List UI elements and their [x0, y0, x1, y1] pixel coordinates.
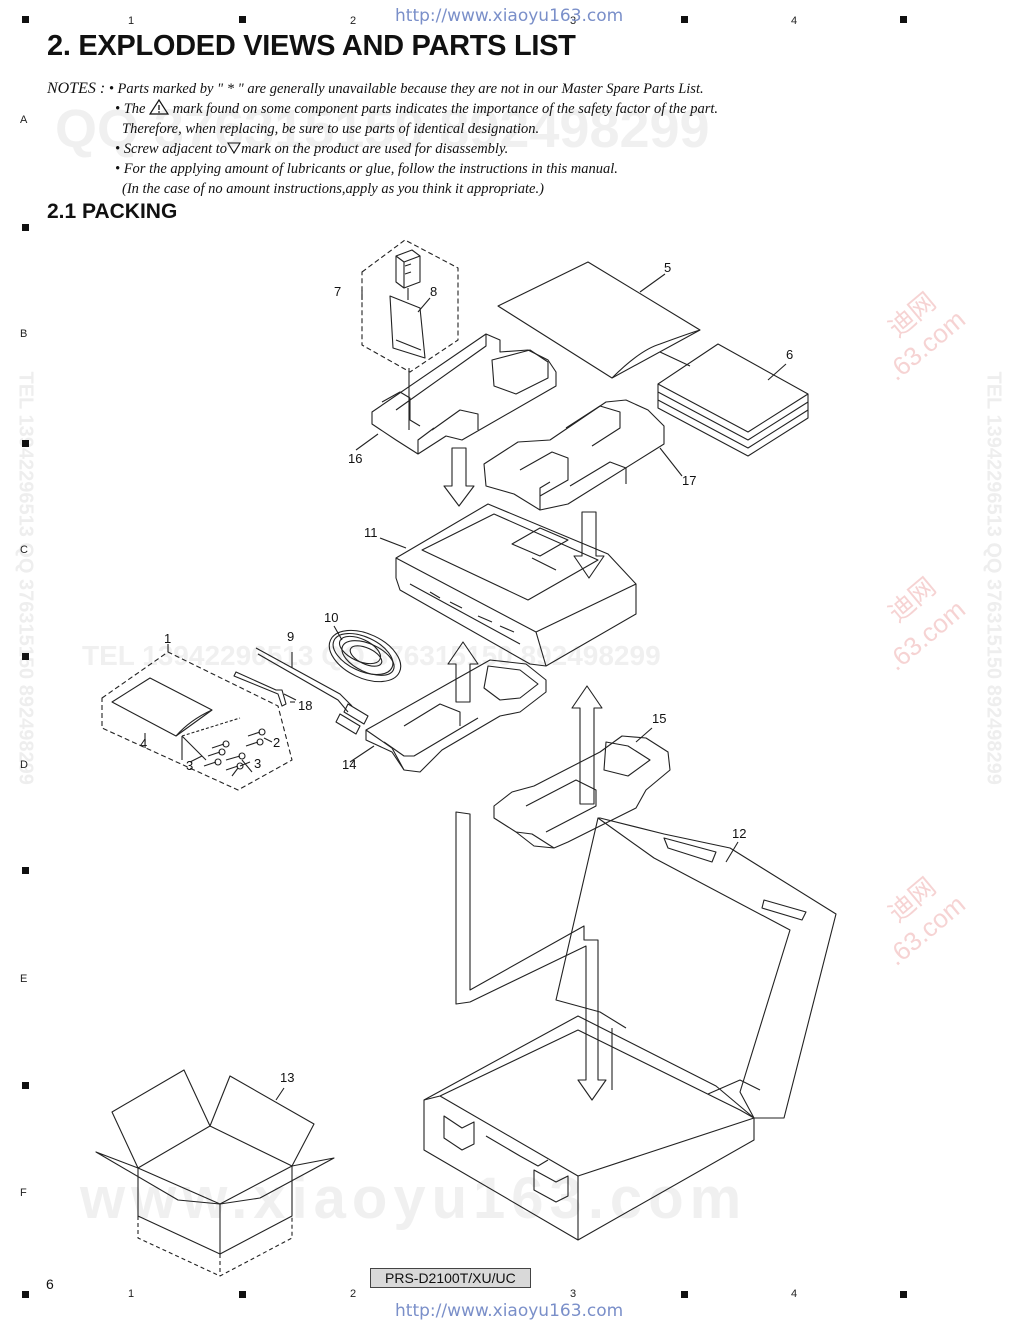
- reg-mark: [22, 16, 29, 23]
- reg-mark: [22, 1291, 29, 1298]
- column-number: 4: [791, 1288, 798, 1300]
- callout-4: 4: [140, 736, 147, 751]
- callout-3: 3: [186, 758, 193, 773]
- bent-arrow: [455, 811, 607, 1101]
- part-13-outer-carton: [95, 1069, 335, 1277]
- page-title: 2. EXPLODED VIEWS AND PARTS LIST: [47, 30, 576, 62]
- note-line: mark found on some component parts indic…: [172, 101, 718, 117]
- column-number: 1: [128, 1288, 135, 1300]
- model-number: PRS-D2100T/XU/UC: [370, 1268, 531, 1288]
- part-16-foam: [371, 333, 557, 455]
- reg-mark: [22, 653, 29, 660]
- watermark-bottom: www.xiaoyu163.com: [80, 1166, 748, 1231]
- part-10-cable: [328, 629, 402, 683]
- callout-10: 10: [324, 610, 338, 625]
- reg-mark: [22, 1082, 29, 1089]
- reg-mark: [681, 16, 688, 23]
- part-12-carton: [423, 817, 837, 1241]
- callout-8: 8: [430, 284, 437, 299]
- reg-mark: [900, 1291, 907, 1298]
- part-2-3-screws: [203, 728, 266, 777]
- callout-18: 18: [298, 698, 312, 713]
- callout-6: 6: [786, 347, 793, 362]
- part-6-manuals: [657, 343, 809, 457]
- callout-11: 11: [364, 525, 378, 540]
- row-letter: B: [20, 328, 28, 340]
- arrow-up: [447, 641, 479, 703]
- callout-16: 16: [348, 451, 362, 466]
- reg-mark: [22, 867, 29, 874]
- row-letter: D: [20, 759, 28, 771]
- column-number: 4: [791, 15, 798, 27]
- note-line: • Parts marked by " * " are generally un…: [108, 81, 704, 97]
- row-letter: F: [20, 1187, 27, 1199]
- reg-mark: [239, 1291, 246, 1298]
- footer-url[interactable]: http://www.xiaoyu163.com: [395, 1301, 624, 1321]
- row-letter: C: [20, 544, 28, 556]
- page-number: 6: [46, 1276, 54, 1292]
- callout-9: 9: [287, 629, 294, 644]
- callout-14: 14: [342, 757, 356, 772]
- callout-7: 7: [334, 284, 341, 299]
- callout-3: 3: [254, 756, 261, 771]
- part-15-foam: [493, 735, 671, 849]
- reg-mark: [22, 224, 29, 231]
- reg-mark: [681, 1291, 688, 1298]
- note-line: • Screw adjacent to: [115, 141, 228, 157]
- callout-1: 1: [164, 631, 171, 646]
- note-line: (In the case of no amount instructions,a…: [122, 181, 544, 197]
- reg-mark: [22, 440, 29, 447]
- row-letter: E: [20, 973, 28, 985]
- part-8-connector: [395, 249, 421, 300]
- reg-mark: [239, 16, 246, 23]
- column-number: 3: [570, 1288, 577, 1300]
- callout-17: 17: [682, 473, 696, 488]
- arrow-down: [573, 511, 605, 579]
- part-9-rca-cable: [255, 647, 369, 735]
- notes-label: NOTES :: [47, 80, 106, 97]
- callout-12: 12: [732, 826, 746, 841]
- warning-triangle-icon: [148, 98, 170, 115]
- arrow-up: [571, 685, 603, 805]
- column-number: 2: [350, 15, 357, 27]
- callout-13: 13: [280, 1070, 294, 1085]
- note-line: mark on the product are used for disasse…: [241, 141, 509, 157]
- part-14-foam: [365, 659, 547, 773]
- column-number: 2: [350, 1288, 357, 1300]
- part-4-small-bag: [111, 677, 213, 737]
- part-11-amplifier: [395, 503, 637, 667]
- callout-2: 2: [273, 735, 280, 750]
- note-line: • The: [115, 101, 146, 117]
- part-18-hex-wrench: [233, 671, 295, 707]
- watermark-qq: QQ 376315150 892498299: [55, 99, 710, 159]
- section-title: 2.1 PACKING: [47, 200, 178, 223]
- part-17-foam: [483, 399, 665, 511]
- reg-mark: [900, 16, 907, 23]
- note-line: • For the applying amount of lubricants …: [115, 161, 618, 177]
- column-number: 3: [570, 15, 577, 27]
- note-line: Therefore, when replacing, be sure to us…: [122, 121, 540, 137]
- arrow-down: [443, 447, 475, 507]
- down-triangle-icon: [227, 142, 242, 155]
- callout-5: 5: [664, 260, 671, 275]
- callout-15: 15: [652, 711, 666, 726]
- part-8-card: [389, 295, 426, 359]
- part-5-bag: [497, 261, 701, 379]
- row-letter: A: [20, 114, 28, 126]
- notes-block: NOTES : • Parts marked by " * " are gene…: [47, 79, 847, 199]
- accessory-bag-7: [361, 239, 459, 373]
- column-number: 1: [128, 15, 135, 27]
- header-url[interactable]: http://www.xiaoyu163.com: [395, 6, 624, 26]
